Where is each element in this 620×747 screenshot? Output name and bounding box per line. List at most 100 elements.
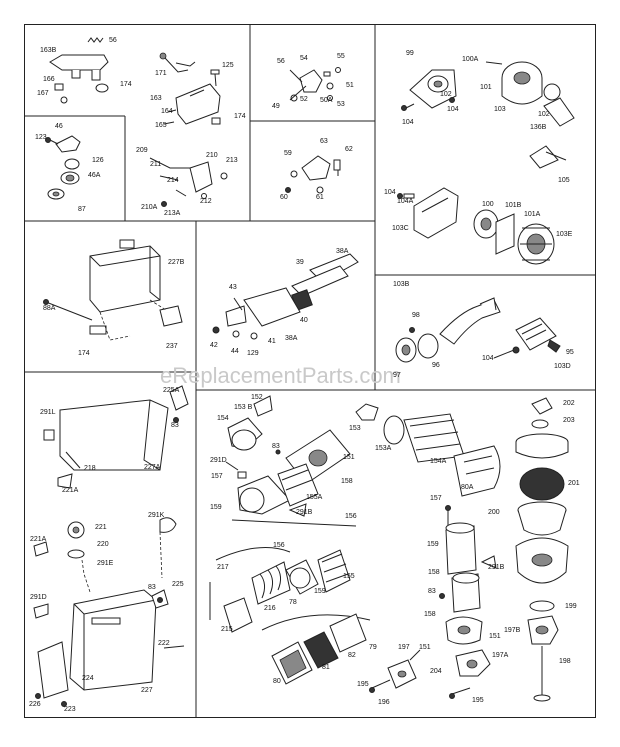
part-label-237: 237 <box>166 343 178 350</box>
part-label-174: 174 <box>234 113 246 120</box>
part-label-204: 204 <box>430 668 442 675</box>
bracket-parts <box>43 385 189 489</box>
part-label-214: 214 <box>167 177 179 184</box>
part-label-291D: 291D <box>210 457 227 464</box>
part-label-226: 226 <box>29 701 41 708</box>
part-label-41: 41 <box>268 338 276 345</box>
part-label-197A: 197A <box>492 652 509 659</box>
part-label-158: 158 <box>341 478 353 485</box>
part-label-212: 212 <box>200 198 212 205</box>
section-frames <box>24 24 596 718</box>
part-label-83: 83 <box>428 588 436 595</box>
part-label-52: 52 <box>300 96 308 103</box>
part-label-88A: 88A <box>43 305 56 312</box>
part-label-104A: 104A <box>397 198 414 205</box>
governor-lever-parts <box>45 135 81 200</box>
part-label-197B: 197B <box>504 627 521 634</box>
carburetor-air-parts <box>225 395 501 527</box>
part-label-102: 102 <box>440 91 452 98</box>
part-label-42: 42 <box>210 342 218 349</box>
part-label-51: 51 <box>346 82 354 89</box>
part-label-87: 87 <box>78 206 86 213</box>
part-label-291D: 291D <box>30 594 47 601</box>
part-label-39: 39 <box>296 259 304 266</box>
part-label-56: 56 <box>109 37 117 44</box>
part-label-98: 98 <box>412 312 420 319</box>
part-label-171: 171 <box>155 70 167 77</box>
part-label-159: 159 <box>210 504 222 511</box>
part-label-221A: 221A <box>62 487 79 494</box>
part-label-129: 129 <box>247 350 259 357</box>
part-label-199: 199 <box>565 603 577 610</box>
part-label-100A: 100A <box>462 56 479 63</box>
cyclone-filter-parts <box>515 397 569 702</box>
part-label-40: 40 <box>300 317 308 324</box>
part-label-38A: 38A <box>285 335 298 342</box>
part-label-165: 165 <box>155 122 167 129</box>
part-label-99: 99 <box>406 50 414 57</box>
part-label-155A: 155A <box>306 494 323 501</box>
part-label-56: 56 <box>277 58 285 65</box>
part-label-80A: 80A <box>461 484 474 491</box>
watermark-text: eReplacementParts.com <box>160 363 401 388</box>
part-label-217: 217 <box>217 564 229 571</box>
part-label-154: 154 <box>217 415 229 422</box>
part-label-221: 221 <box>95 524 107 531</box>
part-label-81: 81 <box>322 664 330 671</box>
precleaner-parts <box>209 547 371 685</box>
part-label-82: 82 <box>348 652 356 659</box>
part-label-158: 158 <box>424 611 436 618</box>
part-label-198: 198 <box>559 658 571 665</box>
part-label-46A: 46A <box>88 172 101 179</box>
part-label-164: 164 <box>161 108 173 115</box>
part-label-126: 126 <box>92 157 104 164</box>
part-label-151: 151 <box>343 454 355 461</box>
part-label-83: 83 <box>272 443 280 450</box>
part-label-223: 223 <box>64 706 76 713</box>
part-label-203: 203 <box>563 417 575 424</box>
part-label-100: 100 <box>482 201 494 208</box>
part-label-167: 167 <box>37 90 49 97</box>
part-label-103B: 103B <box>393 281 410 288</box>
part-label-61: 61 <box>316 194 324 201</box>
part-label-213A: 213A <box>164 210 181 217</box>
part-label-291B: 291B <box>488 564 505 571</box>
part-label-105: 105 <box>558 177 570 184</box>
part-label-59: 59 <box>284 150 292 157</box>
part-label-227: 227 <box>141 687 153 694</box>
lower-fuel-tank-parts <box>33 517 185 707</box>
part-label-291E: 291E <box>97 560 114 567</box>
part-label-218: 218 <box>84 465 96 472</box>
part-label-60: 60 <box>280 194 288 201</box>
part-label-50A: 50A <box>320 97 333 104</box>
part-label-153-B: 153 B <box>234 404 253 411</box>
part-label-227B: 227B <box>168 259 185 266</box>
part-label-209: 209 <box>136 147 148 154</box>
part-label-80: 80 <box>273 678 281 685</box>
air-cleaner-parts <box>401 61 575 169</box>
part-label-157: 157 <box>211 473 223 480</box>
part-label-97: 97 <box>393 372 401 379</box>
part-label-123: 123 <box>35 134 47 141</box>
part-label-224: 224 <box>82 675 94 682</box>
part-label-291K: 291K <box>148 512 165 519</box>
part-label-220: 220 <box>97 541 109 548</box>
part-label-103D: 103D <box>554 363 571 370</box>
choke-parts <box>285 155 341 194</box>
part-label-154A: 154A <box>430 458 447 465</box>
breather-parts <box>212 253 359 340</box>
part-label-174: 174 <box>120 81 132 88</box>
part-label-213: 213 <box>226 157 238 164</box>
part-label-210: 210 <box>206 152 218 159</box>
part-label-200: 200 <box>488 509 500 516</box>
part-label-152: 152 <box>251 394 263 401</box>
part-label-78: 78 <box>289 599 297 606</box>
part-label-102: 102 <box>538 111 550 118</box>
part-label-125: 125 <box>222 62 234 69</box>
part-label-151: 151 <box>489 633 501 640</box>
part-label-153: 153 <box>349 425 361 432</box>
part-label-103C: 103C <box>392 225 409 232</box>
part-label-104: 104 <box>482 355 494 362</box>
